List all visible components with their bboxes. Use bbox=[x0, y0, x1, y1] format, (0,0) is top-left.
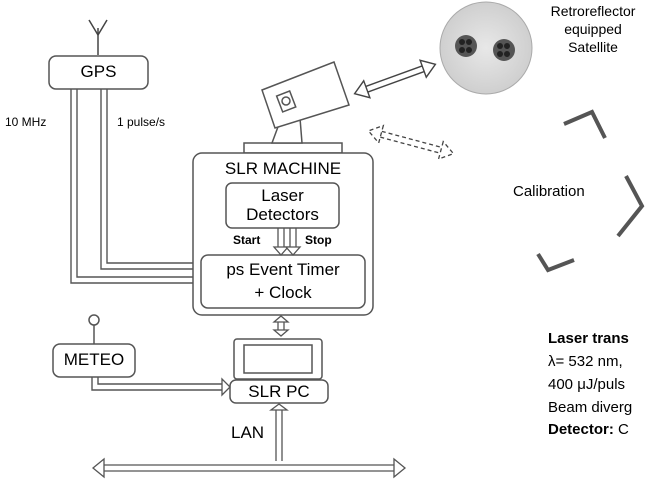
laser-detectors-box bbox=[225, 182, 340, 229]
calibration-label: Calibration bbox=[513, 183, 585, 200]
slr-pc-label: SLR PC bbox=[248, 382, 310, 401]
start-label: Start bbox=[233, 233, 261, 247]
slr-machine-title: SLR MACHINE bbox=[224, 159, 342, 178]
specs-laser-heading: Laser trans bbox=[548, 330, 629, 347]
start-stop-arrows bbox=[272, 228, 302, 256]
clock-label: + Clock bbox=[254, 283, 312, 302]
gps-signal-lines bbox=[70, 89, 195, 284]
satellite-label-2: equipped bbox=[564, 21, 622, 37]
specs-line-1: λ= 532 nm, bbox=[548, 353, 623, 370]
meteo-sensor-icon bbox=[88, 314, 100, 344]
satellite-icon bbox=[439, 1, 533, 95]
satellite-label-3: Satellite bbox=[568, 39, 618, 55]
monitor-icon bbox=[233, 338, 323, 380]
specs-detector: Detector: C bbox=[548, 422, 629, 437]
stop-label: Stop bbox=[305, 233, 332, 247]
satellite-link-arrow bbox=[353, 59, 437, 99]
meteo-pc-link bbox=[91, 377, 222, 391]
calibration-link-arrow bbox=[367, 124, 455, 161]
event-timer-box bbox=[200, 254, 366, 309]
event-timer-label: ps Event Timer bbox=[226, 260, 340, 279]
telescope-icon bbox=[243, 61, 350, 154]
meteo-pc-arrowhead bbox=[221, 377, 231, 397]
meteo-label: METEO bbox=[63, 350, 125, 369]
gps-pulse-label: 1 pulse/s bbox=[117, 115, 166, 129]
timer-pc-link bbox=[272, 315, 290, 337]
laser-label: Laser bbox=[261, 186, 304, 205]
specs-detector-value: C bbox=[618, 421, 629, 438]
detectors-label: Detectors bbox=[246, 205, 319, 224]
meteo-box bbox=[52, 343, 136, 378]
lan-bus bbox=[91, 457, 407, 479]
specs-detector-heading: Detector: bbox=[548, 421, 614, 438]
gps-10mhz-label: 10 MHz bbox=[5, 115, 47, 129]
calibration-reflectors-icon bbox=[536, 109, 645, 273]
gps-label: GPS bbox=[80, 62, 117, 81]
satellite-label-1: Retroreflector bbox=[550, 3, 636, 19]
pc-lan-link bbox=[269, 403, 289, 461]
specs-line-2: 400 μJ/puls bbox=[548, 376, 626, 393]
lan-label: LAN bbox=[231, 423, 265, 442]
specs-line-3: Beam diverg bbox=[548, 399, 633, 416]
gps-antenna-icon bbox=[88, 19, 108, 55]
gps-box bbox=[48, 55, 149, 90]
slr-pc-box bbox=[229, 379, 329, 404]
